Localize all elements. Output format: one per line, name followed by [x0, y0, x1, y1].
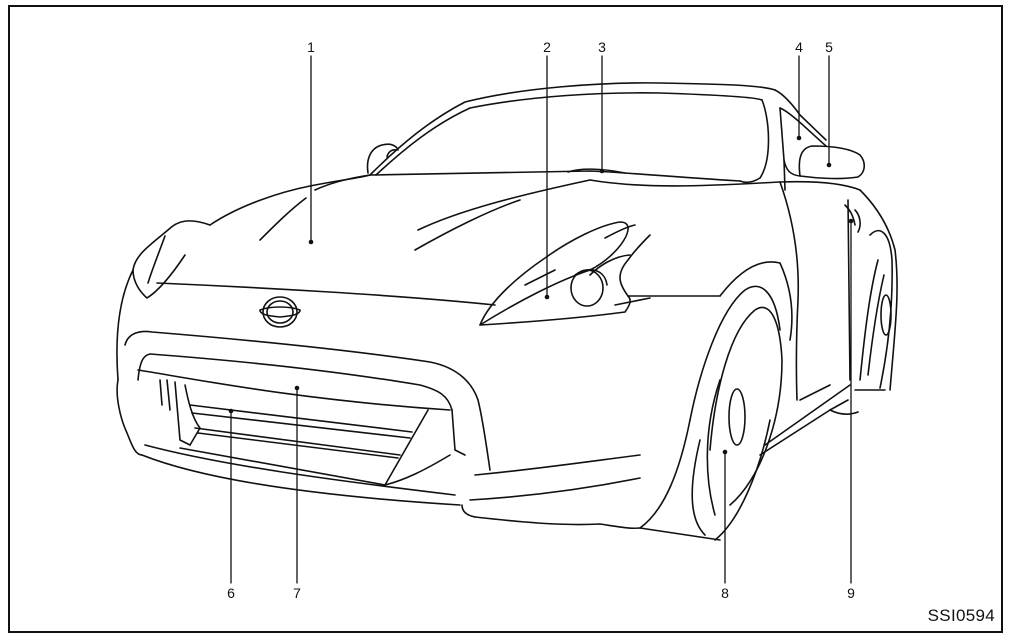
callout-number-5: 5 — [825, 39, 833, 55]
callout-dot — [228, 408, 234, 414]
callout-dot — [796, 135, 802, 141]
callout-number-1: 1 — [307, 39, 315, 55]
callout-dot — [544, 294, 550, 300]
callout-number-9: 9 — [847, 585, 855, 601]
callout-leader-lines — [228, 55, 854, 584]
front-wheel — [639, 261, 793, 541]
callout-dot — [294, 385, 300, 391]
callout-dot — [848, 218, 854, 224]
rear-wheel — [854, 229, 893, 391]
front-bumper — [116, 330, 641, 530]
right-headlight — [479, 221, 721, 326]
callout-dot — [308, 239, 314, 245]
callout-dot — [599, 168, 605, 174]
callout-dot — [722, 449, 728, 455]
roof-windshield — [369, 82, 776, 184]
a-pillar-mirror — [774, 89, 866, 191]
left-headlight — [116, 220, 211, 381]
callout-number-6: 6 — [227, 585, 235, 601]
side-body — [589, 179, 898, 456]
figure-id-label: SSI0594 — [927, 606, 995, 625]
callout-dot — [826, 162, 832, 168]
callout-number-3: 3 — [598, 39, 606, 55]
callout-number-7: 7 — [293, 585, 301, 601]
callout-number-2: 2 — [543, 39, 551, 55]
figure-frame — [8, 5, 1003, 633]
callout-number-4: 4 — [795, 39, 803, 55]
callout-number-8: 8 — [721, 585, 729, 601]
hood — [156, 174, 591, 306]
brand-emblem — [259, 296, 301, 328]
left-mirror — [366, 143, 399, 174]
